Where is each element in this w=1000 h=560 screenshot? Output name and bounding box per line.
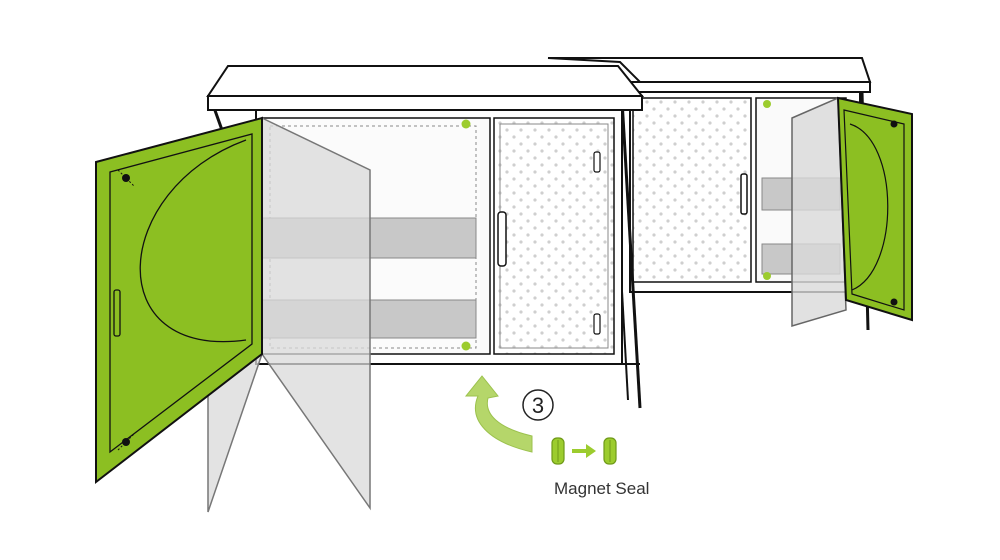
back-cabinet	[547, 57, 913, 331]
front-door-inner-frame-green	[109, 133, 253, 454]
magnet-dot-back-bottom	[763, 272, 771, 280]
back-cabinet-top-edge	[619, 81, 871, 93]
front-green-door	[95, 116, 263, 485]
front-cabinet-top	[206, 65, 645, 97]
magnet-dot-back-top	[763, 100, 771, 108]
front-door-hinge-top	[122, 174, 130, 182]
magnet-icon-pair	[603, 437, 617, 465]
caption-magnet-seal: Magnet Seal	[554, 479, 649, 498]
right-arrow-icon	[572, 444, 596, 458]
front-cabinet	[95, 65, 645, 513]
front-door-handle	[497, 211, 507, 267]
curved-arrow-icon	[464, 375, 533, 453]
magnet-icon	[551, 437, 565, 465]
magnet-dot-front-bottom	[461, 341, 471, 351]
front-door-hinge-bottom	[122, 438, 130, 446]
front-cabinet-top-edge	[207, 95, 643, 111]
step-number: 3	[532, 393, 544, 418]
back-ghost-door	[791, 96, 847, 328]
back-cabinet-closed-door	[632, 97, 752, 283]
back-door-inner-frame	[843, 109, 905, 311]
front-door-latch-bottom	[593, 313, 601, 335]
back-green-door	[836, 96, 913, 322]
step-number-circle	[522, 389, 554, 421]
front-door-handle-green	[113, 289, 121, 337]
back-door-hinge-bottom	[890, 298, 898, 306]
step-callout: 3 Magnet Seal	[464, 375, 649, 498]
front-ghost-door-b	[261, 116, 371, 511]
back-door-hinge-top	[890, 120, 898, 128]
back-door-handle	[740, 173, 748, 215]
front-door-latch-top	[593, 151, 601, 173]
back-door-curve	[849, 123, 889, 291]
front-leg-right	[620, 99, 642, 409]
front-door-curve	[139, 139, 247, 343]
magnet-dot-front-top	[461, 119, 471, 129]
